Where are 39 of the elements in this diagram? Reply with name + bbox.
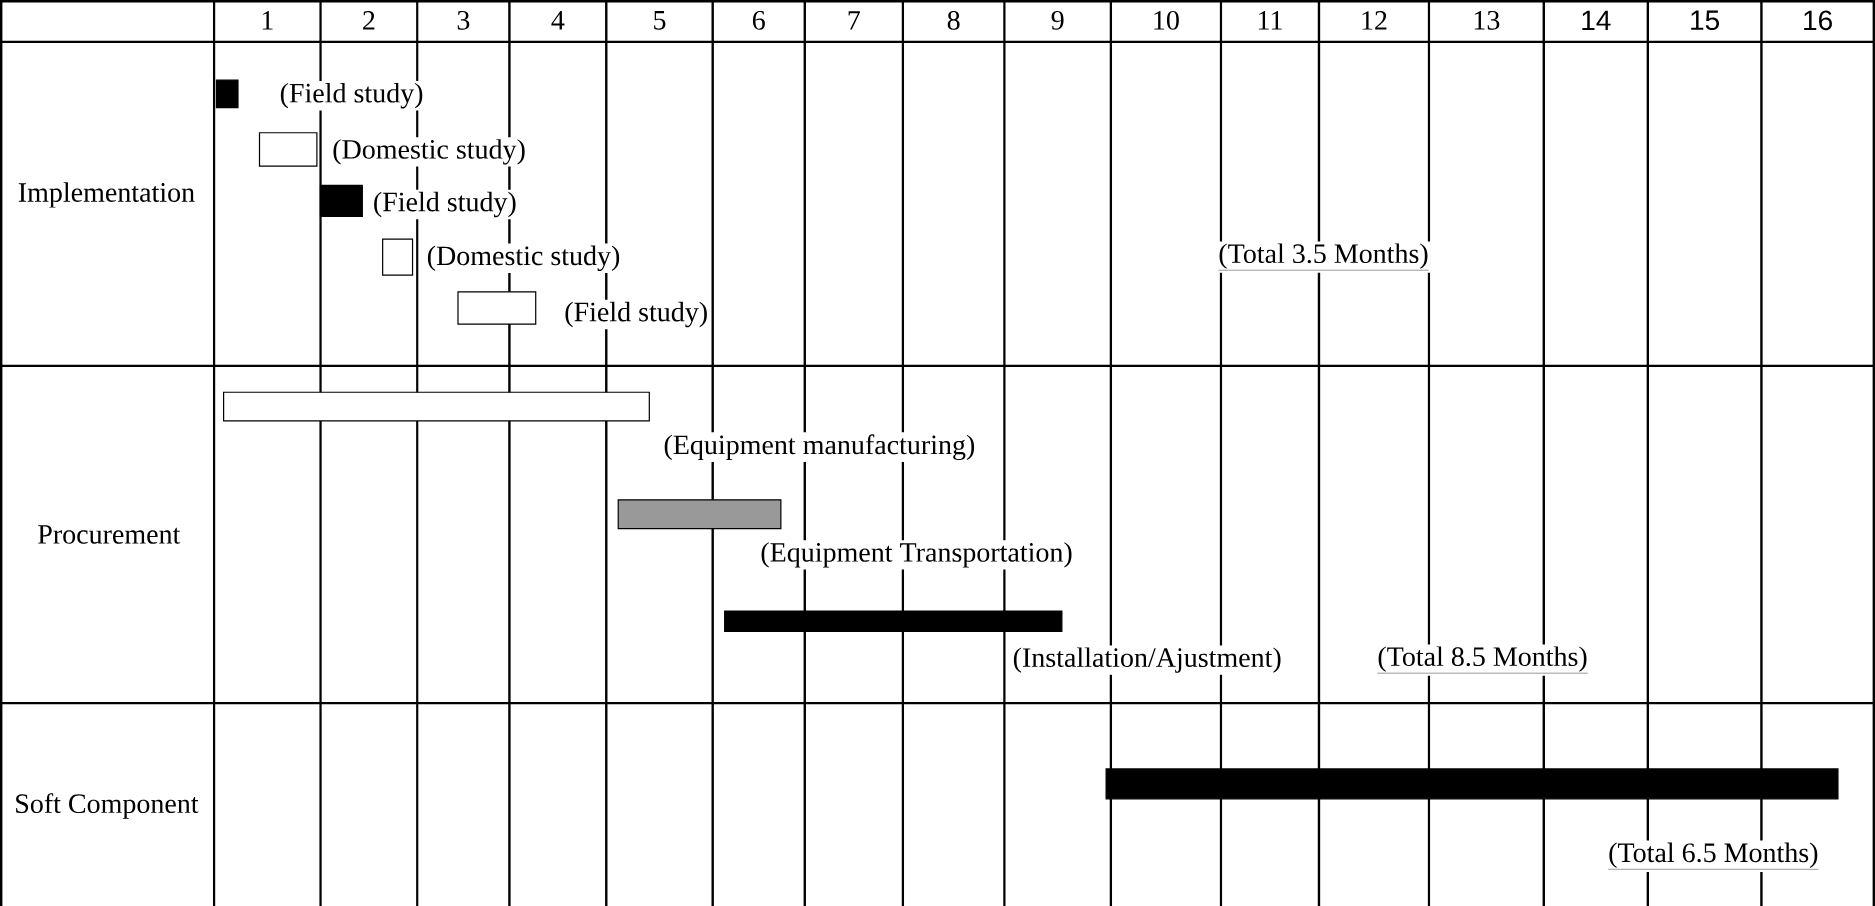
bar-label: (Equipment Transportation) <box>758 540 1075 570</box>
gantt-bar <box>382 238 414 276</box>
gantt-bar <box>223 391 650 422</box>
bar-label: (Equipment manufacturing) <box>661 432 978 463</box>
month-number: 10 <box>1154 10 1179 30</box>
gantt-bar <box>724 610 1063 632</box>
total-duration: (Total 3.5 Months) <box>1216 241 1431 273</box>
gantt-bar <box>1105 768 1839 800</box>
month-number: 2 <box>363 11 375 30</box>
bar-label: (Domestic study) <box>424 243 623 274</box>
month-number: 4 <box>551 11 565 30</box>
month-number: 3 <box>457 10 470 30</box>
month-number: 1 <box>262 11 273 30</box>
bar-label: (Domestic study) <box>330 137 528 167</box>
gantt-bar <box>215 79 239 109</box>
gantt-bar <box>457 291 537 325</box>
bar-label: (Installation/Ajustment) <box>1010 645 1284 675</box>
gantt-bar <box>617 499 782 530</box>
month-number: 11 <box>1258 11 1282 30</box>
row-heading: Soft Component <box>12 791 201 821</box>
bar-label: (Field study) <box>277 80 426 111</box>
total-duration: (Total 8.5 Months) <box>1375 644 1590 676</box>
gantt-bar <box>258 132 318 167</box>
month-number: 8 <box>947 10 960 30</box>
month-number: 12 <box>1362 11 1387 30</box>
bar-label: (Field study) <box>370 189 519 220</box>
month-number: 7 <box>848 11 860 30</box>
month-number: 5 <box>654 11 666 30</box>
gantt-bar <box>319 184 363 218</box>
month-number: 13 <box>1474 10 1500 30</box>
month-number: 14 <box>1582 10 1611 30</box>
row-heading: Procurement <box>35 523 183 546</box>
row-heading: Implementation <box>15 180 198 210</box>
month-number: 6 <box>752 10 765 30</box>
bar-label: (Field study) <box>562 299 711 330</box>
month-number: 9 <box>1051 10 1064 30</box>
total-duration: (Total 6.5 Months) <box>1606 840 1821 872</box>
month-number: 16 <box>1804 10 1832 31</box>
month-number: 15 <box>1691 10 1719 31</box>
